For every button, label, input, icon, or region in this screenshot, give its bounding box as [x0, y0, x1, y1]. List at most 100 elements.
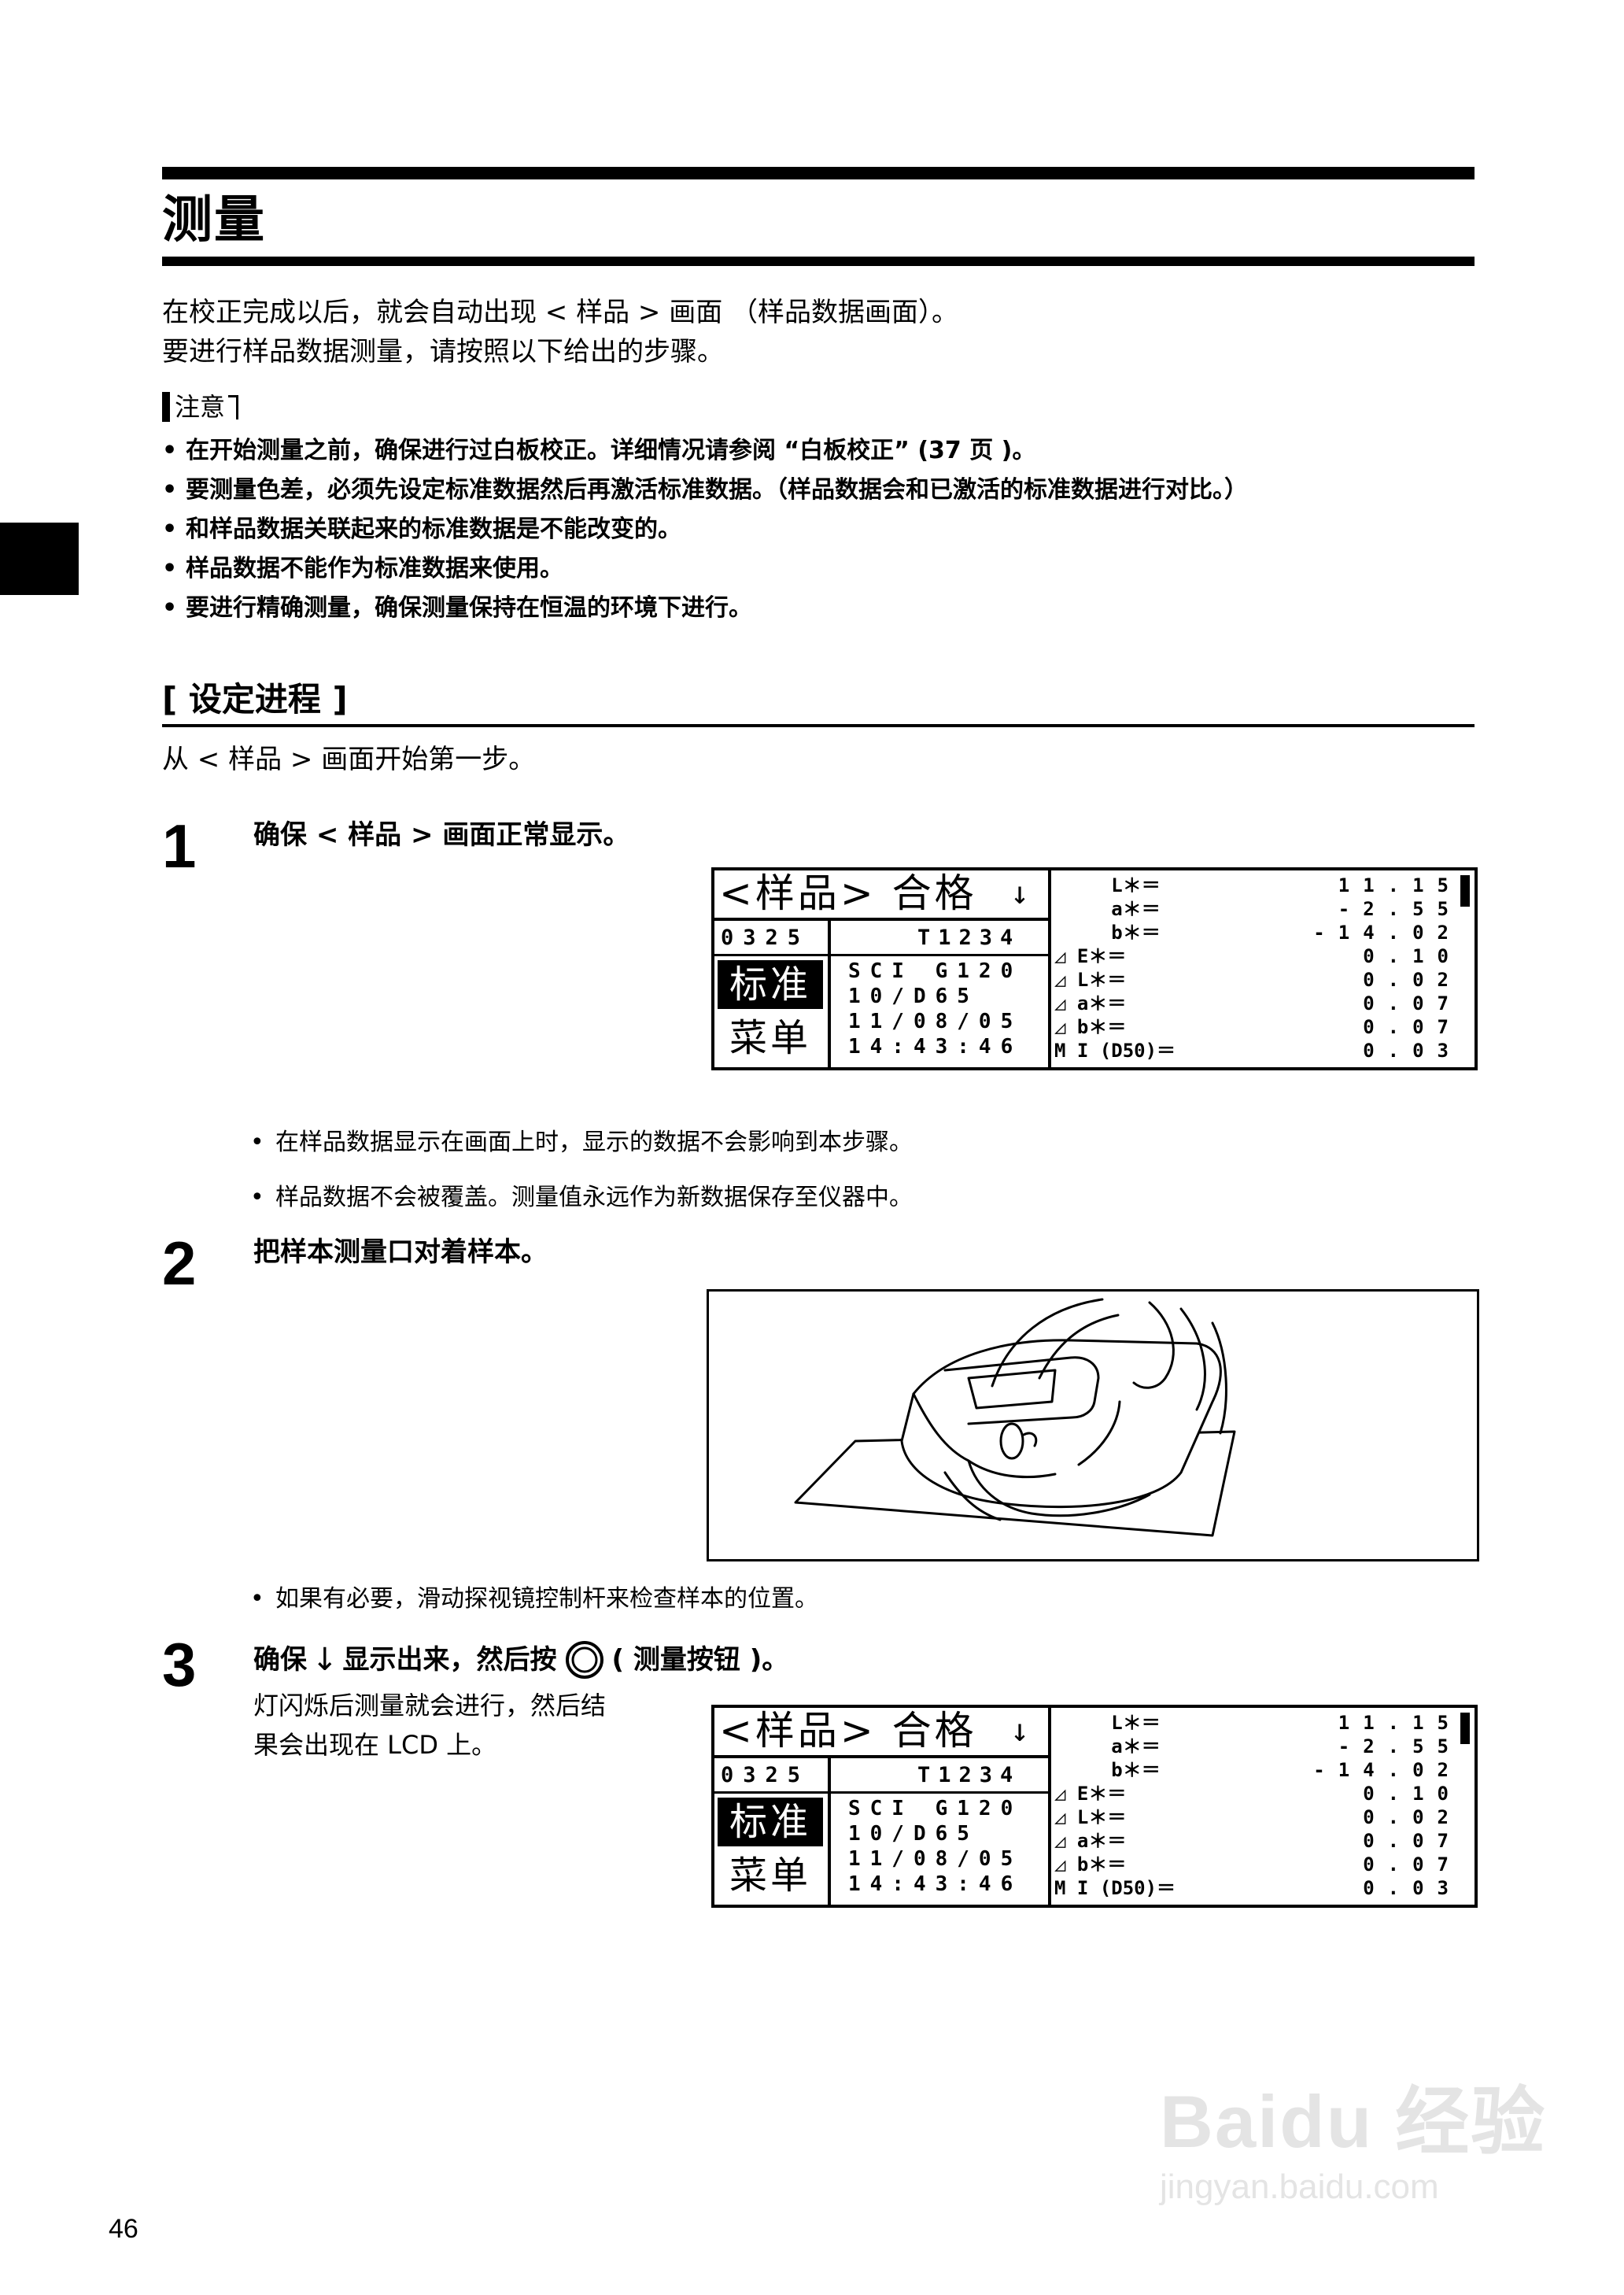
lcd-row: b＊＝-14.02 — [1054, 1758, 1470, 1782]
measure-button-icon — [565, 1640, 604, 1680]
lcd-row: ◿ a＊＝0.07 — [1054, 992, 1470, 1015]
lcd-row-value: 0.02 — [1363, 1806, 1462, 1828]
step-text-part: 显示出来，然后按 — [342, 1644, 557, 1676]
step-text-part: 确保 — [253, 1644, 307, 1676]
lcd-row-value: -14.02 — [1313, 922, 1462, 944]
lcd-row: a＊＝ -2.55 — [1054, 897, 1470, 921]
step-bullet: 样品数据不会被覆盖。测量值永远作为新数据保存至仪器中。 — [250, 1181, 913, 1215]
note-item: 和样品数据关联起来的标准数据是不能改变的。 — [162, 510, 1248, 549]
page-title: 测量 — [162, 191, 266, 249]
lcd-divider — [1048, 1708, 1051, 1905]
note-item: 在开始测量之前，确保进行过白板校正。详细情况请参阅 “白板校正” (37 页 )… — [162, 431, 1248, 471]
lcd-row-value: 0.02 — [1363, 969, 1462, 991]
lcd-info-line: 14:43:46 — [848, 1872, 1023, 1896]
lcd-row: ◿ L＊＝ 0.02 — [1054, 968, 1470, 992]
intro-line: 要进行样品数据测量，请按照以下给出的步骤。 — [162, 336, 724, 368]
lcd-row-value: 0.03 — [1363, 1877, 1462, 1899]
page-number: 46 — [109, 2214, 138, 2244]
section-rule — [162, 724, 1475, 727]
lcd-info-line: SCI G120 — [848, 1797, 1023, 1820]
lcd-row-label: b＊＝ — [1054, 922, 1161, 944]
note-item: 要测量色差，必须先设定标准数据然后再激活标准数据。（样品数据会和已激活的标准数据… — [162, 471, 1248, 510]
lcd-divider — [714, 1791, 1050, 1794]
step-description-line: 灯闪烁后测量就会进行，然后结 — [253, 1691, 607, 1720]
lcd-values: L＊＝11.15 a＊＝-2.55 b＊＝-14.02 ◿ E＊＝0.10 ◿ … — [1054, 874, 1470, 1062]
step-text: 确保 ↓ 显示出来，然后按 ( 测量按钮 )。 — [253, 1640, 788, 1680]
step-number: 2 — [162, 1229, 197, 1298]
lcd-row: L＊＝ 11.15 — [1054, 874, 1470, 897]
watermark-url: jingyan.baidu.com — [1160, 2168, 1439, 2206]
note-item: 要进行精确测量，确保测量保持在恒温的环境下进行。 — [162, 589, 1248, 628]
device-illustration-drawing — [794, 1298, 1236, 1537]
lcd-row-label: b＊＝ — [1054, 1759, 1161, 1781]
step-bullet: 在样品数据显示在画面上时，显示的数据不会影响到本步骤。 — [250, 1125, 913, 1160]
lcd-row-label: a＊＝ — [1054, 1735, 1161, 1757]
lcd-info-line: 11/08/05 — [848, 1847, 1023, 1871]
lcd-row-value: 11.15 — [1338, 874, 1462, 896]
lcd-info: SCI G120 10/D65 11/08/05 14:43:46 — [848, 1796, 1022, 1897]
note-bar — [162, 392, 170, 422]
lcd-row-value: 0.03 — [1363, 1040, 1462, 1062]
lcd-row-label: ◿ E＊＝ — [1054, 1783, 1127, 1805]
lcd-info-line: 10/D65 — [848, 1822, 979, 1846]
top-rule — [162, 167, 1475, 179]
lcd-row: M I (D50)＝ 0.03 — [1054, 1876, 1470, 1900]
step-text: 把样本测量口对着样本。 — [253, 1236, 548, 1268]
lcd-info-line: 11/08/05 — [848, 1010, 1023, 1033]
lcd-row-value: -2.55 — [1338, 1735, 1462, 1757]
lcd-row-label: M I (D50)＝ — [1054, 1040, 1176, 1062]
note-tag: 注意 — [162, 390, 239, 423]
lcd-row-label: ◿ L＊＝ — [1054, 969, 1127, 991]
lcd-menu-key: 菜单 — [718, 1014, 823, 1062]
intro-text: 在校正完成以后，就会自动出现 < 样品 > 画面 （样品数据画面）。 要进行样品… — [162, 293, 958, 371]
lcd-screen: <样品> 合格 ↓ 0325 T1234 标准 菜单 SCI G120 10/D… — [711, 867, 1478, 1070]
note-corner — [228, 395, 239, 419]
lcd-code: 0325 — [721, 1763, 810, 1787]
lcd-row: ◿ b＊＝ 0.07 — [1054, 1015, 1470, 1039]
lcd-row-label: ◿ a＊＝ — [1054, 1830, 1127, 1852]
lcd-row-label: ◿ a＊＝ — [1054, 992, 1127, 1014]
lcd-scroll-cursor — [1460, 1713, 1470, 1744]
lcd-title: <样品> 合格 — [719, 1708, 977, 1754]
lcd-row-value: 0.07 — [1363, 1016, 1462, 1038]
lcd-row: ◿ b＊＝ 0.07 — [1054, 1853, 1470, 1876]
intro-line: 在校正完成以后，就会自动出现 < 样品 > 画面 （样品数据画面）。 — [162, 297, 959, 328]
step-bullet: 如果有必要，滑动探视镜控制杆来检查样本的位置。 — [250, 1582, 818, 1617]
lcd-row: ◿ L＊＝ 0.02 — [1054, 1805, 1470, 1829]
lcd-row-label: ◿ b＊＝ — [1054, 1853, 1127, 1876]
lcd-row-value: -2.55 — [1338, 898, 1462, 920]
watermark-logo: Baidu 经验 — [1160, 2080, 1547, 2163]
lcd-row-value: 0.07 — [1363, 1830, 1462, 1852]
lcd-info: SCI G120 10/D65 11/08/05 14:43:46 — [848, 959, 1022, 1059]
lcd-screen: <样品> 合格 ↓ 0325 T1234 标准 菜单 SCI G120 10/D… — [711, 1705, 1478, 1908]
lcd-info-line: 14:43:46 — [848, 1035, 1023, 1059]
lcd-row: M I (D50)＝ 0.03 — [1054, 1039, 1470, 1062]
lcd-divider — [714, 954, 1050, 956]
title-rule — [162, 257, 1475, 266]
section-title: [ 设定进程 ] — [162, 680, 348, 719]
lcd-row-label: M I (D50)＝ — [1054, 1877, 1176, 1899]
step-description: 灯闪烁后测量就会进行，然后结 果会出现在 LCD 上。 — [253, 1686, 606, 1765]
lcd-row-value: 0.10 — [1363, 1783, 1462, 1805]
lcd-divider — [828, 921, 831, 1067]
measure-ready-icon: ↓ — [1010, 875, 1030, 911]
lcd-row-label: ◿ L＊＝ — [1054, 1806, 1127, 1828]
lcd-divider — [714, 1755, 1050, 1758]
lcd-target-code: T1234 — [917, 926, 1021, 950]
lcd-row-label: ◿ b＊＝ — [1054, 1016, 1127, 1038]
note-label: 注意 — [175, 392, 226, 422]
step-number: 3 — [162, 1630, 197, 1699]
lcd-standard-key: 标准 — [718, 1798, 823, 1846]
lcd-info-line: SCI G120 — [848, 959, 1023, 983]
step-number: 1 — [162, 811, 197, 881]
step-text: 确保 < 样品 > 画面正常显示。 — [253, 819, 630, 851]
lcd-row: L＊＝11.15 — [1054, 1711, 1470, 1735]
lcd-row-value: 0.07 — [1363, 1853, 1462, 1876]
step-description-line: 果会出现在 LCD 上。 — [253, 1730, 497, 1760]
lcd-row: ◿ a＊＝ 0.07 — [1054, 1829, 1470, 1853]
lcd-row-label: a＊＝ — [1054, 898, 1161, 920]
measure-ready-icon: ↓ — [312, 1642, 338, 1678]
lcd-standard-key: 标准 — [718, 960, 823, 1009]
lcd-divider — [828, 1758, 831, 1905]
lcd-row-label: L＊＝ — [1054, 874, 1161, 896]
